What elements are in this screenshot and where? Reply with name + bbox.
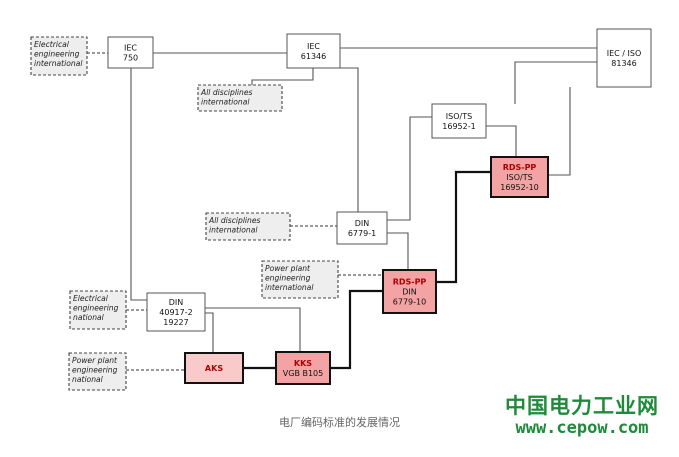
box-text: 40917-2 — [159, 308, 192, 317]
note-text: national — [73, 313, 105, 322]
connector-line — [548, 87, 571, 176]
note-text: Power plant — [72, 356, 118, 365]
watermark-name: 中国电力工业网 — [505, 394, 659, 418]
note-text: international — [34, 59, 83, 68]
box-text: KKS — [294, 359, 312, 368]
box-text: IEC — [307, 42, 320, 51]
box-text: 61346 — [301, 52, 326, 61]
box-text: 6779-1 — [348, 229, 376, 238]
diagram-caption: 电厂编码标准的发展情况 — [279, 416, 400, 429]
box-text: IEC / ISO — [607, 49, 642, 58]
connector-line — [514, 61, 597, 104]
box-text: 19227 — [163, 318, 188, 327]
connector-line — [205, 307, 301, 352]
connector-line — [312, 67, 359, 212]
box-text: DIN — [169, 298, 184, 307]
note-text: engineering — [73, 304, 119, 313]
note-text: Electrical — [73, 294, 109, 303]
box-text: RDS-PP — [393, 278, 427, 287]
connector-line — [387, 116, 432, 221]
connectors — [130, 47, 597, 370]
note-text: All disciplines — [208, 216, 261, 225]
box-text: AKS — [205, 364, 223, 373]
box-text: 6779-10 — [393, 298, 426, 307]
box-text: 16952-10 — [500, 183, 539, 192]
note-text: international — [265, 283, 314, 292]
note-links — [87, 52, 383, 371]
box-text: VGB B105 — [283, 369, 323, 378]
note-text: Power plant — [265, 264, 311, 273]
connector-line — [251, 68, 314, 85]
box-text: ISO/TS — [506, 173, 532, 182]
note-text: Electrical — [34, 40, 70, 49]
box-text: RDS-PP — [503, 163, 537, 172]
note-text: engineering — [72, 366, 118, 375]
note-text: national — [72, 375, 104, 384]
connector-line — [130, 68, 174, 301]
box-text: DIN — [355, 219, 370, 228]
connector-line-bold — [436, 170, 491, 284]
note-text: All disciplines — [200, 88, 253, 97]
note-text: international — [201, 98, 250, 107]
box-text: DIN — [402, 288, 417, 297]
note-text: engineering — [265, 274, 311, 283]
box-text: 16952-1 — [442, 122, 475, 131]
connector-line-bold — [330, 289, 383, 370]
box-text: 81346 — [611, 59, 636, 68]
box-text: IEC — [124, 44, 137, 53]
note-text: engineering — [34, 50, 80, 59]
watermark-url: www.cepow.com — [515, 418, 649, 438]
note-text: international — [209, 226, 258, 235]
box-text: ISO/TS — [446, 112, 472, 121]
box-text: 750 — [123, 54, 138, 63]
connector-line — [387, 232, 409, 270]
box-aks: AKS — [184, 352, 244, 384]
connector-line — [205, 312, 214, 353]
connector-line — [486, 125, 517, 157]
